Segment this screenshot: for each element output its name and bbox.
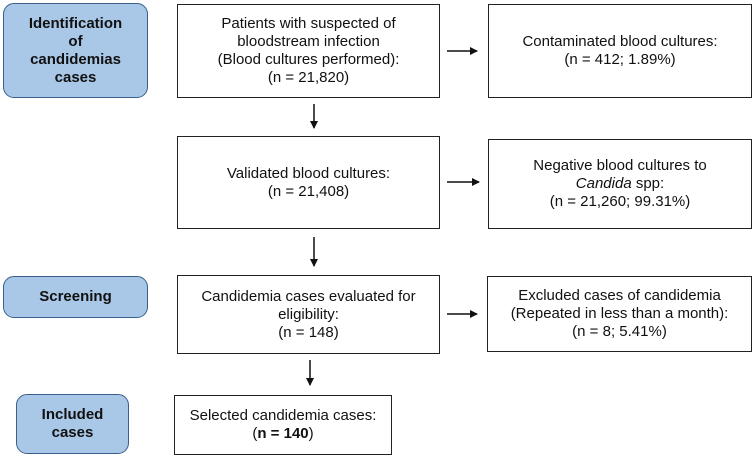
evaluated-line-3: (n = 148) [278,323,339,341]
selected-count: n = 140 [257,425,309,442]
stage-screening: Screening [3,276,148,318]
evaluated-line-2: eligibility: [278,305,339,323]
patients-line-2: bloodstream infection [237,33,380,50]
stage-included: Included cases [16,394,129,454]
negative-spp: spp: [631,175,665,192]
patients-line-3: (Blood cultures performed): [217,51,400,68]
excluded-line-2: (Repeated in less than a month): [510,305,729,322]
selected-paren-open: ( [252,425,258,442]
box-negative-cultures: Negative blood cultures to Candida spp: … [488,139,752,229]
box-selected-cases: Selected candidemia cases: (n = 140) [174,395,392,455]
box-contaminated-cultures: Contaminated blood cultures: (n = 412; 1… [488,4,752,98]
box-excluded-cases: Excluded cases of candidemia (Repeated i… [487,276,752,352]
box-validated-cultures: Validated blood cultures: (n = 21,408) [177,136,440,229]
contaminated-line-1: Contaminated blood cultures: [522,33,718,50]
box-patients-suspected: Patients with suspected of bloodstream i… [177,4,440,98]
selected-line-2: (n = 140) [252,425,313,443]
selected-paren-close: ) [308,425,314,442]
patients-line-1: Patients with suspected of [221,15,396,32]
selected-line-1: Selected candidemia cases: [189,407,377,424]
stage-identification: Identification of candidemias cases [3,3,148,98]
contaminated-line-2: (n = 412; 1.89%) [564,51,676,68]
negative-line-2: Candida spp: [576,175,664,193]
validated-line-1: Validated blood cultures: [226,164,391,182]
excluded-line-3: (n = 8; 5.41%) [572,323,667,340]
evaluated-line-1: Candidemia cases evaluated for [201,287,416,305]
validated-line-2: (n = 21,408) [267,182,350,200]
negative-genus: Candida [575,175,632,192]
box-evaluated-cases: Candidemia cases evaluated for eligibili… [177,275,440,354]
negative-line-1: Negative blood cultures to [533,157,707,174]
patients-line-4: (n = 21,820) [267,69,350,86]
negative-line-3: (n = 21,260; 99.31%) [549,193,691,210]
excluded-line-1: Excluded cases of candidemia [518,287,721,304]
